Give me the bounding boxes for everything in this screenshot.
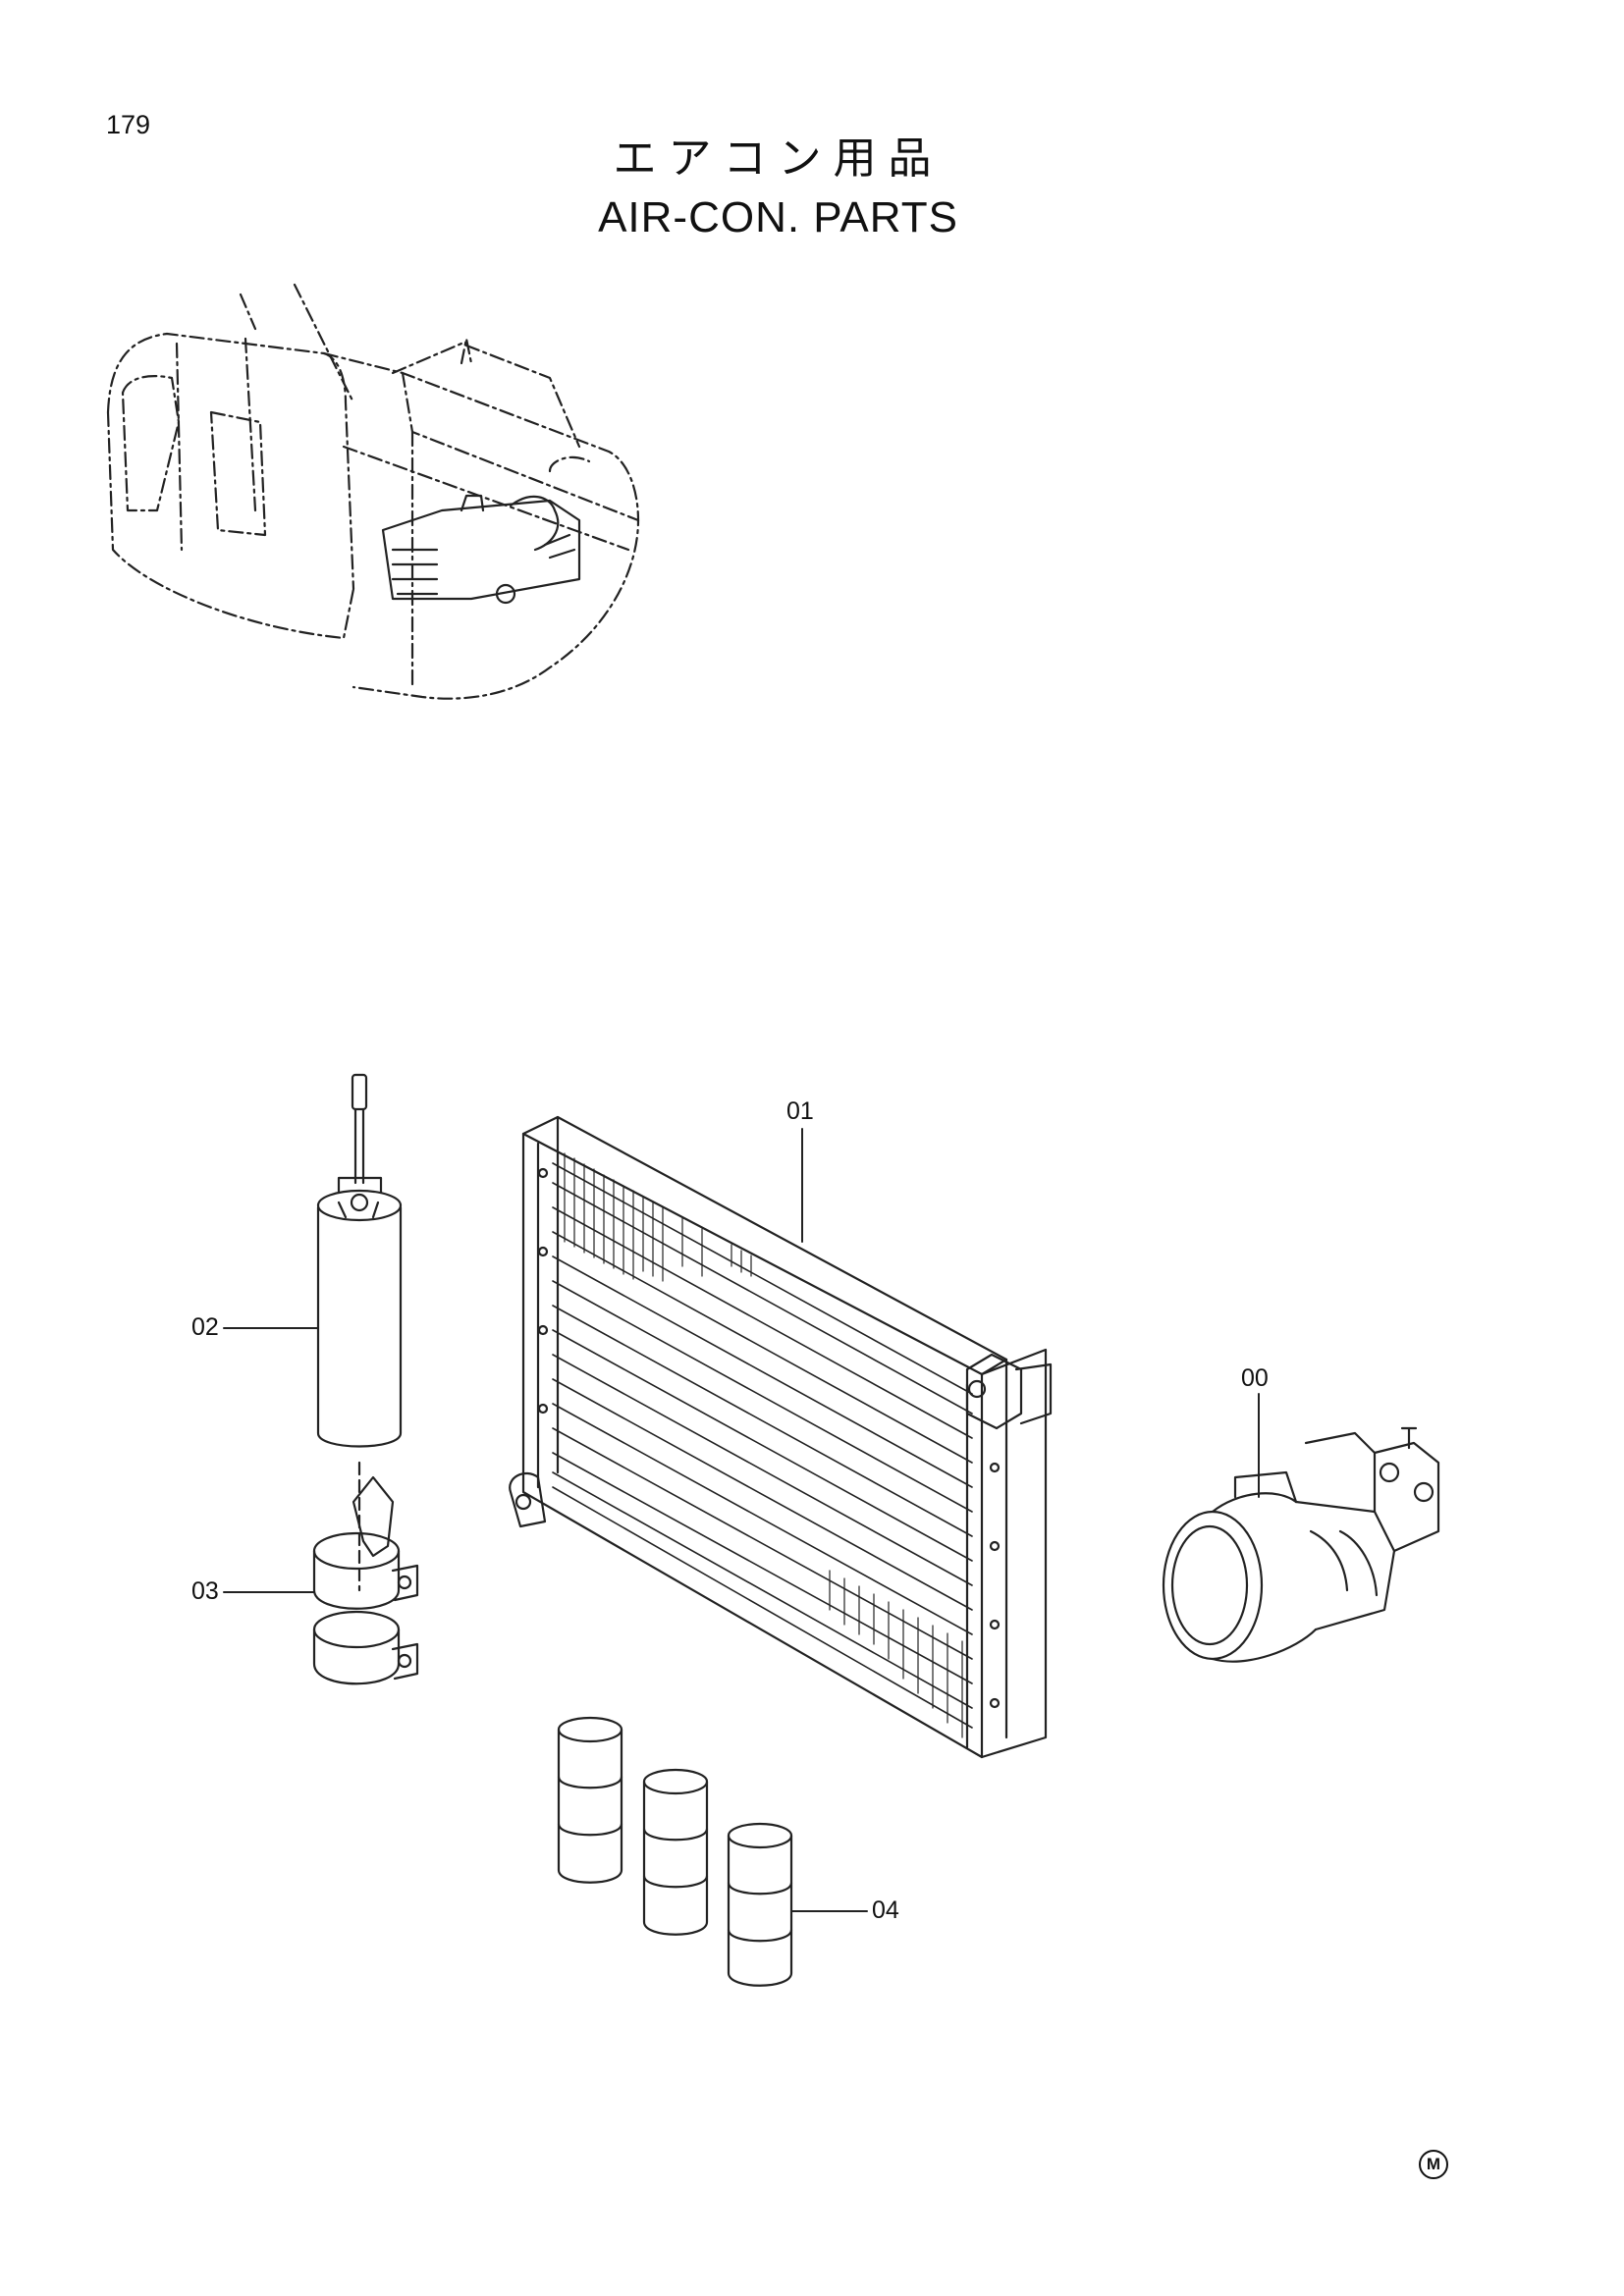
excavator-locator-illustration <box>106 283 640 700</box>
page-number: 179 <box>106 110 151 139</box>
page-title-en: AIR-CON. PARTS <box>598 193 958 241</box>
receiver-dryer-part <box>316 1073 403 1592</box>
clamp-part <box>312 1475 419 1685</box>
callout-04: 04 <box>872 1896 899 1924</box>
callout-02: 02 <box>191 1313 219 1341</box>
cartridge-part-1 <box>557 1716 623 1884</box>
cartridge-part-3 <box>727 1822 793 1987</box>
m-mark-symbol: M <box>1419 2150 1448 2179</box>
compressor-part <box>1162 1426 1440 1663</box>
callout-01: 01 <box>786 1097 814 1125</box>
condenser-part <box>509 1115 1053 1759</box>
cartridge-part-2 <box>642 1768 709 1936</box>
callout-00: 00 <box>1241 1364 1269 1392</box>
callout-03: 03 <box>191 1577 219 1605</box>
page-title-jp: エアコン用品 <box>613 133 944 184</box>
title-block: エアコン用品 AIR-CON. PARTS <box>0 130 1556 247</box>
excavator-aircon-highlight <box>381 494 581 605</box>
